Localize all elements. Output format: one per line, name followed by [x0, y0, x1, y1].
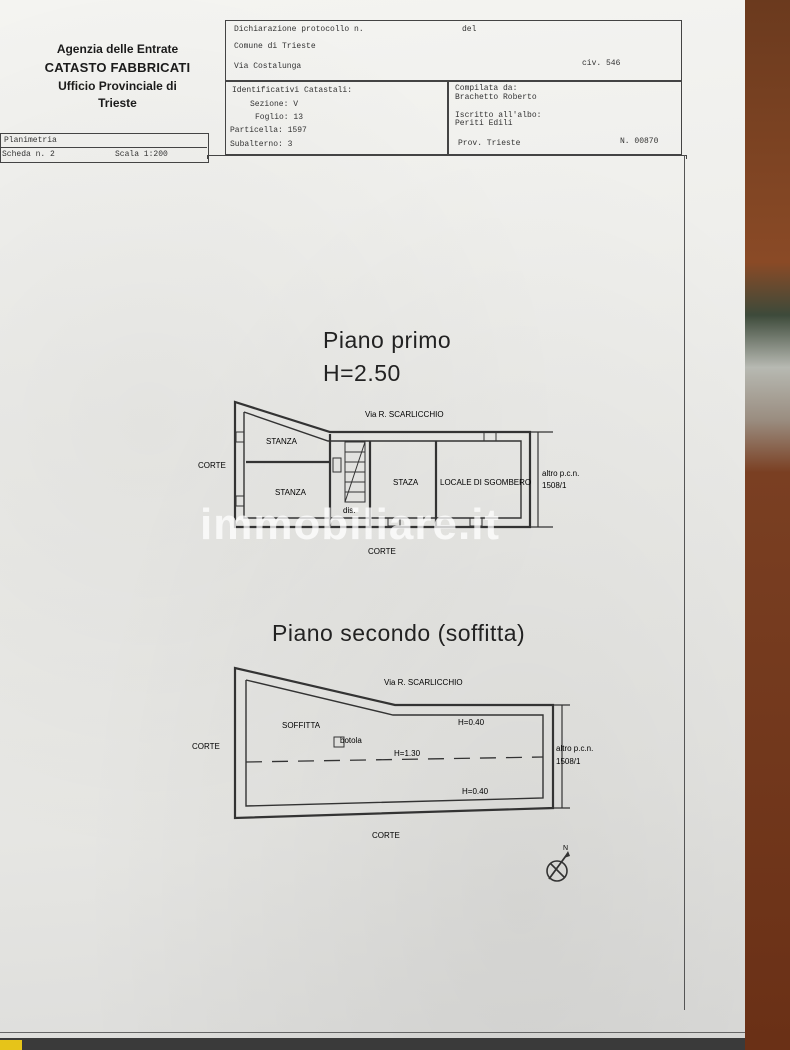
numero-label: N. 00870	[620, 137, 659, 146]
floor1-plan	[233, 400, 553, 529]
prov-label: Prov. Trieste	[458, 139, 521, 148]
north-label: N	[563, 845, 569, 852]
compiler-box	[447, 80, 682, 155]
floor1-title: Piano primo	[323, 327, 452, 353]
civ-label: civ. 546	[582, 59, 621, 68]
floor2-h-mid: H=1.30	[394, 749, 421, 758]
iscritto-name: Periti Edili	[455, 119, 513, 128]
floor1-corte-left: CORTE	[198, 461, 226, 470]
floor1-altro-2: 1508/1	[542, 481, 567, 490]
floor1-room-staza: STAZA	[393, 478, 419, 487]
floor2-altro-2: 1508/1	[556, 757, 581, 766]
foglio-label: Foglio: 13	[255, 113, 304, 122]
scala-label: Scala 1:200	[115, 150, 168, 159]
city-label: Trieste	[98, 96, 137, 110]
floor2-title: Piano secondo (soffitta)	[272, 620, 526, 646]
floor2-plan	[233, 666, 570, 820]
floor1-room-stanza-bottom: STANZA	[275, 488, 306, 497]
protocol-label: Dichiarazione protocollo n.	[234, 25, 364, 34]
identificativi-label: Identificativi Catastali:	[232, 86, 353, 95]
iscritto-label: Iscritto all'albo:	[455, 111, 542, 120]
agency-header: Agenzia delle Entrate CATASTO FABBRICATI…	[20, 42, 215, 110]
floor2-botola: botola	[340, 736, 362, 745]
floor2-h-top: H=0.40	[458, 718, 485, 727]
catasto-title: CATASTO FABBRICATI	[44, 60, 191, 75]
compilata-label: Compilata da:	[455, 84, 518, 93]
compilata-name: Brachetto Roberto	[455, 93, 537, 102]
floor2-soffitta: SOFFITTA	[282, 721, 321, 730]
subalterno-label: Subalterno: 3	[230, 140, 293, 149]
floor1-street: Via R. SCARLICCHIO	[365, 410, 444, 419]
cadastral-document: Agenzia delle Entrate CATASTO FABBRICATI…	[0, 0, 745, 1050]
floor1-corte-bottom: CORTE	[368, 547, 396, 556]
watermark-logo: immobiliare.it	[200, 500, 501, 549]
agency-name: Agenzia delle Entrate	[56, 42, 179, 56]
yellow-corner	[0, 1040, 22, 1050]
comune-label: Comune di Trieste	[234, 42, 316, 51]
floor1-room-stanza-top: STANZA	[266, 437, 297, 446]
particella-label: Particella: 1597	[230, 126, 307, 135]
floor2-street: Via R. SCARLICCHIO	[384, 678, 463, 687]
ufficio-label: Ufficio Provinciale di	[58, 79, 177, 93]
floor2-corte-bottom: CORTE	[372, 831, 400, 840]
floor1-height: H=2.50	[323, 360, 401, 386]
scheda-label: Scheda n. 2	[2, 150, 55, 159]
drawing-frame	[207, 155, 687, 159]
identifiers-box	[225, 80, 449, 155]
floor2-altro-1: altro p.c.n.	[556, 744, 594, 753]
floor1-room-sgombero: LOCALE DI SGOMBERO	[440, 478, 532, 487]
via-label: Via Costalunga	[234, 62, 302, 71]
north-arrow-icon	[546, 851, 570, 882]
bottom-edge	[0, 1038, 745, 1050]
floor2-h-bottom: H=0.40	[462, 787, 489, 796]
floor2-corte-left: CORTE	[192, 742, 220, 751]
protocol-del: del	[462, 25, 477, 34]
floor1-dis: dis.	[343, 506, 356, 515]
sezione-label: Sezione: V	[250, 100, 299, 109]
floor1-altro-1: altro p.c.n.	[542, 469, 580, 478]
protocol-box	[225, 20, 682, 82]
planimetria-box	[0, 133, 209, 163]
planimetria-label: Planimetria	[4, 136, 57, 145]
